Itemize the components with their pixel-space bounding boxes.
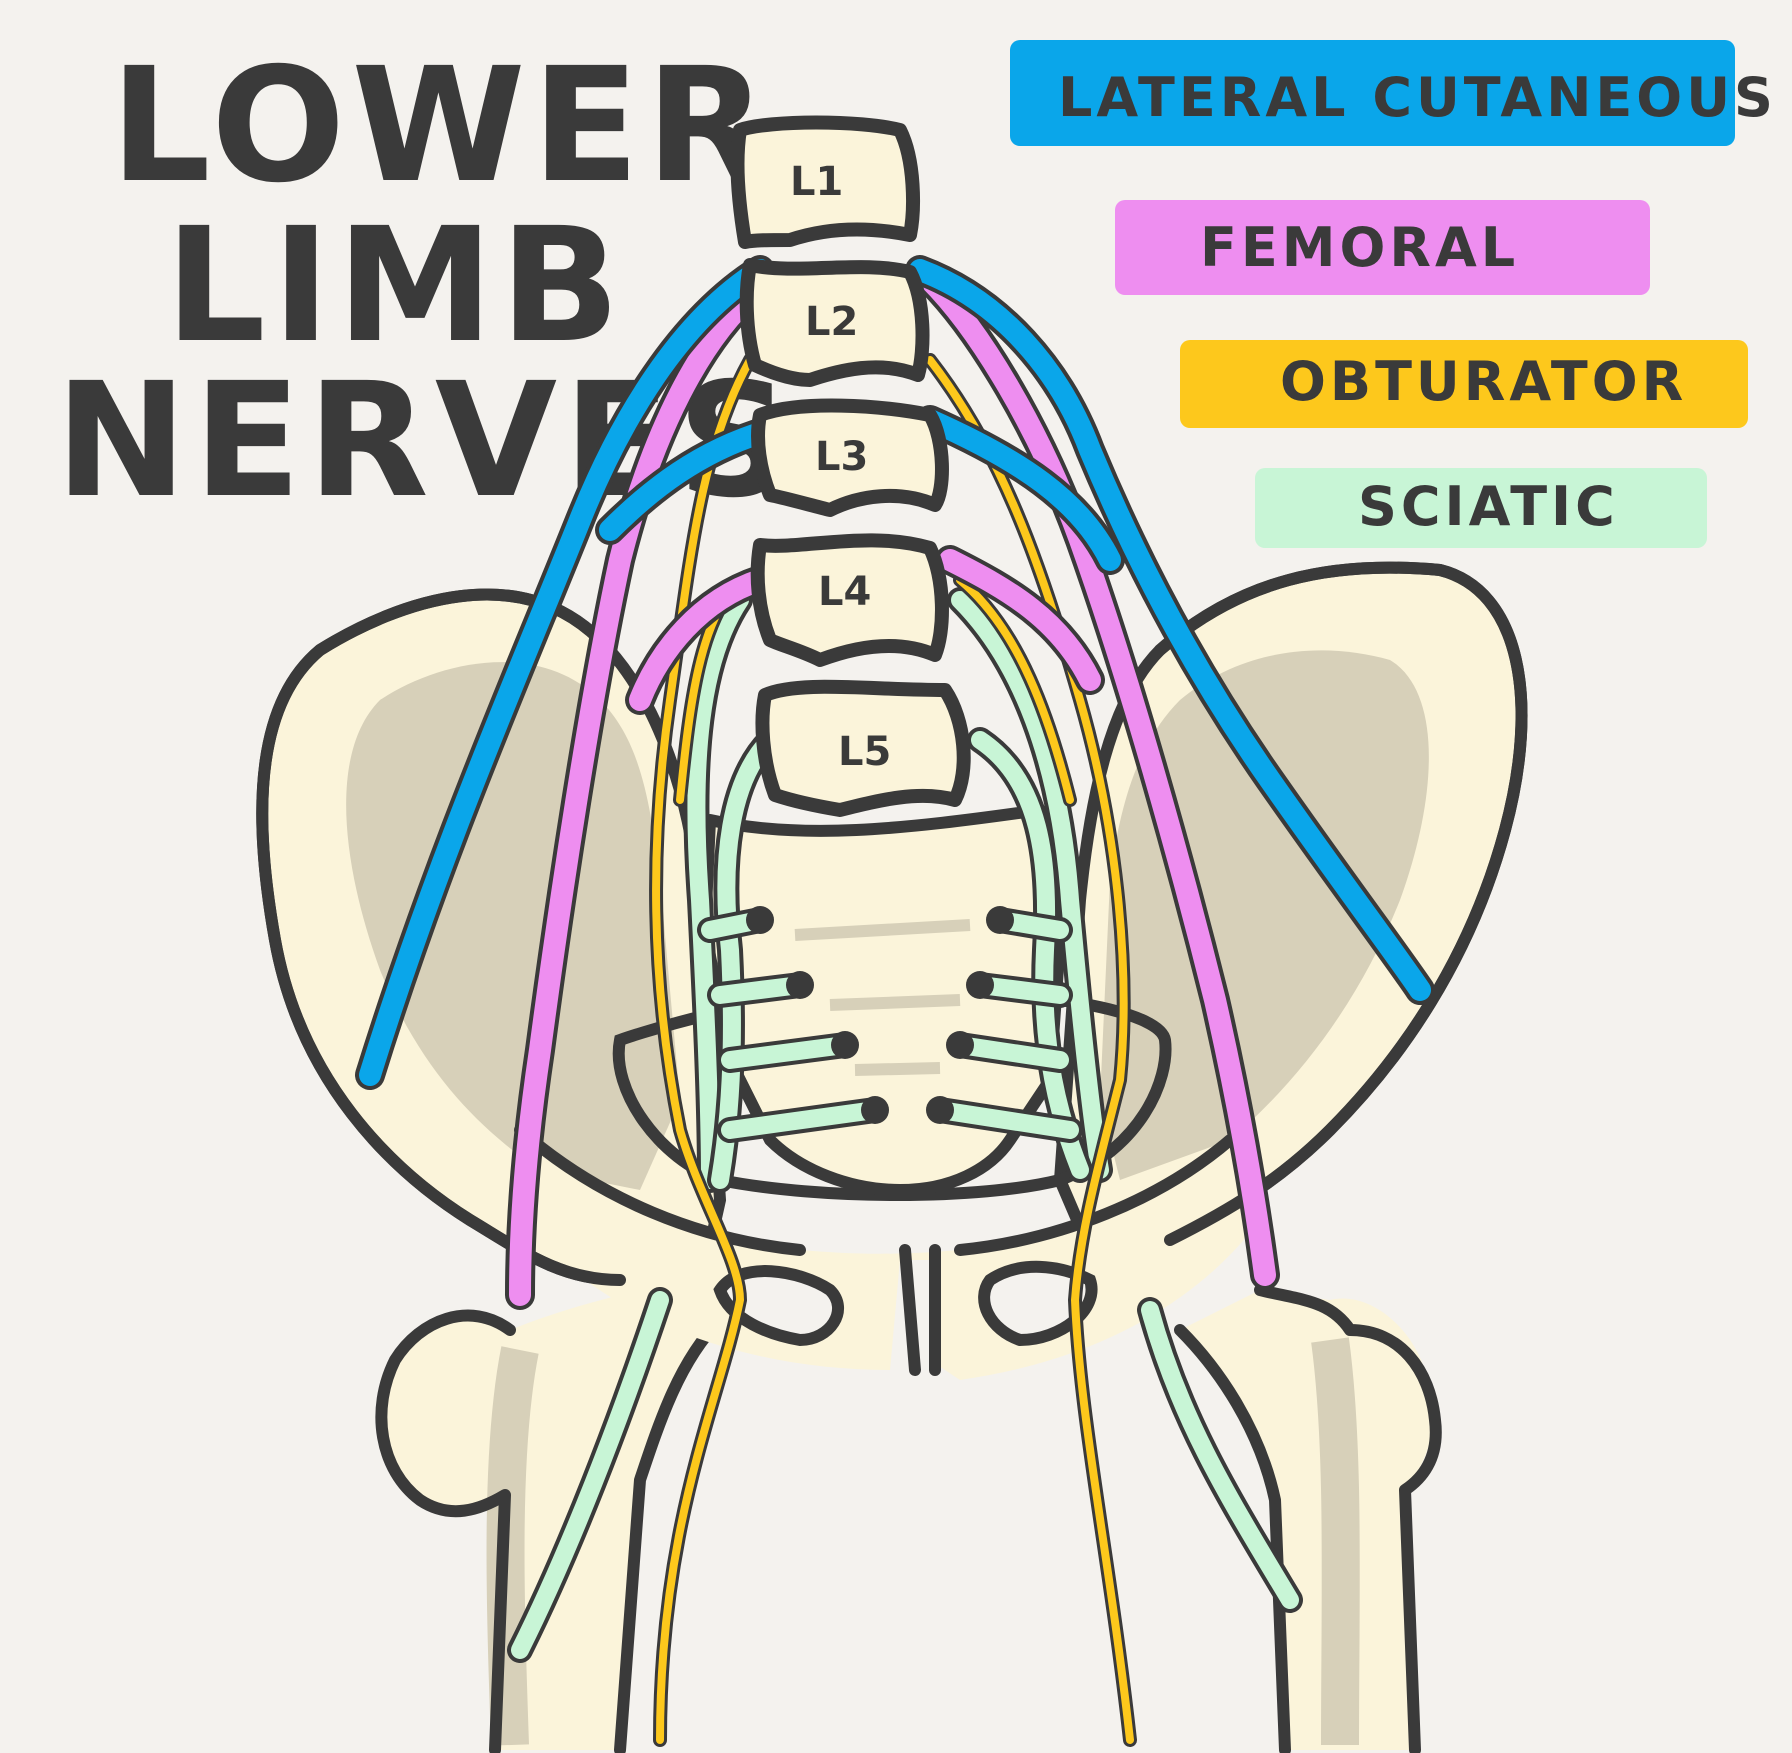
legend-swatch-femoral	[1115, 200, 1650, 295]
vertebra-l4-body	[750, 533, 949, 667]
femoral-left-fill	[509, 269, 781, 1306]
sacrum	[699, 804, 1066, 1196]
legend-label-femoral: FEMORAL	[1200, 216, 1519, 279]
lateral-cutaneous-right-b-fill	[919, 409, 1121, 571]
lumbar-spine: L1 L2 L3 L4 L5	[730, 115, 971, 817]
obturator-right-b-fill	[956, 576, 1074, 804]
right-femur-outline	[1254, 1284, 1442, 1753]
vertebra-l3-label: L3	[815, 434, 868, 480]
right-iliac-fossa	[1100, 650, 1429, 1180]
right-femur	[1180, 1290, 1433, 1750]
sacrum-outline	[699, 804, 1066, 1196]
vertebra-l2: L2	[739, 258, 930, 387]
femoral-left-b-fill	[629, 569, 771, 711]
femoral-nerves	[505, 265, 1280, 1310]
pelvis	[256, 561, 1528, 1380]
sciatic-right-leg-fill	[1141, 1301, 1299, 1609]
vertebra-l4-label: L4	[818, 569, 871, 615]
lateral-cutaneous-right-fill	[909, 259, 1431, 1001]
legend-item-lateral-cutaneous: LATERAL CUTANEOUS	[1010, 40, 1777, 146]
vertebra-l5-body	[755, 679, 971, 817]
obturator-right-fill	[926, 356, 1134, 1744]
left-obturator-foramen	[713, 1265, 844, 1347]
vertebra-l1-label: L1	[790, 159, 843, 205]
right-wing-outline	[1154, 561, 1528, 1246]
sacrum-ridges	[794, 919, 971, 1076]
sciatic-nerves	[507, 587, 1303, 1663]
nerves	[355, 255, 1435, 1747]
lateral-cutaneous-left-b-fill	[599, 419, 781, 541]
vertebra-l3: L3	[751, 398, 949, 517]
legend-item-femoral: FEMORAL	[1115, 200, 1650, 295]
vertebra-l4: L4	[750, 533, 949, 667]
femoral-right-fill	[919, 269, 1276, 1286]
legend-label-obturator: OBTURATOR	[1280, 350, 1687, 413]
left-femur-outline	[375, 1309, 516, 1753]
right-femur-shadow	[1311, 1337, 1360, 1746]
lateral-cutaneous-nerves	[355, 255, 1435, 1090]
vertebra-l5: L5	[755, 679, 971, 817]
vertebra-l1: L1	[730, 115, 920, 249]
legend-item-sciatic: SCIATIC	[1255, 468, 1707, 548]
left-iliac-fossa	[346, 662, 680, 1190]
femoral-right-b-fill	[939, 549, 1101, 691]
lateral-cutaneous-left-fill	[359, 259, 771, 1086]
legend-label-lateral-cutaneous: LATERAL CUTANEOUS	[1058, 66, 1777, 129]
vertebra-l2-body	[739, 258, 930, 387]
right-femur-outline-inner	[1174, 1324, 1291, 1753]
legend-swatch-obturator	[1180, 340, 1748, 428]
legend-swatch-lateral-cutaneous	[1010, 40, 1735, 146]
vertebra-l5-label: L5	[838, 729, 891, 775]
title-line-2: LIMB	[165, 194, 626, 378]
vertebra-l2-label: L2	[805, 299, 858, 345]
vertebra-l1-body	[730, 115, 920, 249]
left-wing-outline	[256, 588, 626, 1286]
sciatic-left-leg-fill	[511, 1291, 669, 1659]
vertebra-l3-body	[751, 398, 949, 517]
sciatic-root-right-a-fill	[951, 591, 1109, 1179]
legend-item-obturator: OBTURATOR	[1180, 340, 1748, 428]
obturator-left-fill	[652, 356, 754, 1744]
legend: LATERAL CUTANEOUS FEMORAL OBTURATOR SCIA…	[1010, 40, 1777, 548]
title-line-1: LOWER	[110, 34, 773, 218]
pubic-symphysis	[899, 1244, 941, 1376]
pelvic-ring-outline	[514, 1124, 1236, 1256]
legend-label-sciatic: SCIATIC	[1358, 475, 1619, 538]
sciatic-sacral-branches-left-fill	[701, 911, 884, 1139]
sacral-foramina	[746, 906, 1014, 1124]
sciatic-sacral-branches-right-fill	[931, 911, 1079, 1139]
left-femur	[381, 1290, 720, 1750]
sciatic-root-left-a-fill	[687, 591, 749, 1189]
legend-swatch-sciatic	[1255, 468, 1707, 548]
